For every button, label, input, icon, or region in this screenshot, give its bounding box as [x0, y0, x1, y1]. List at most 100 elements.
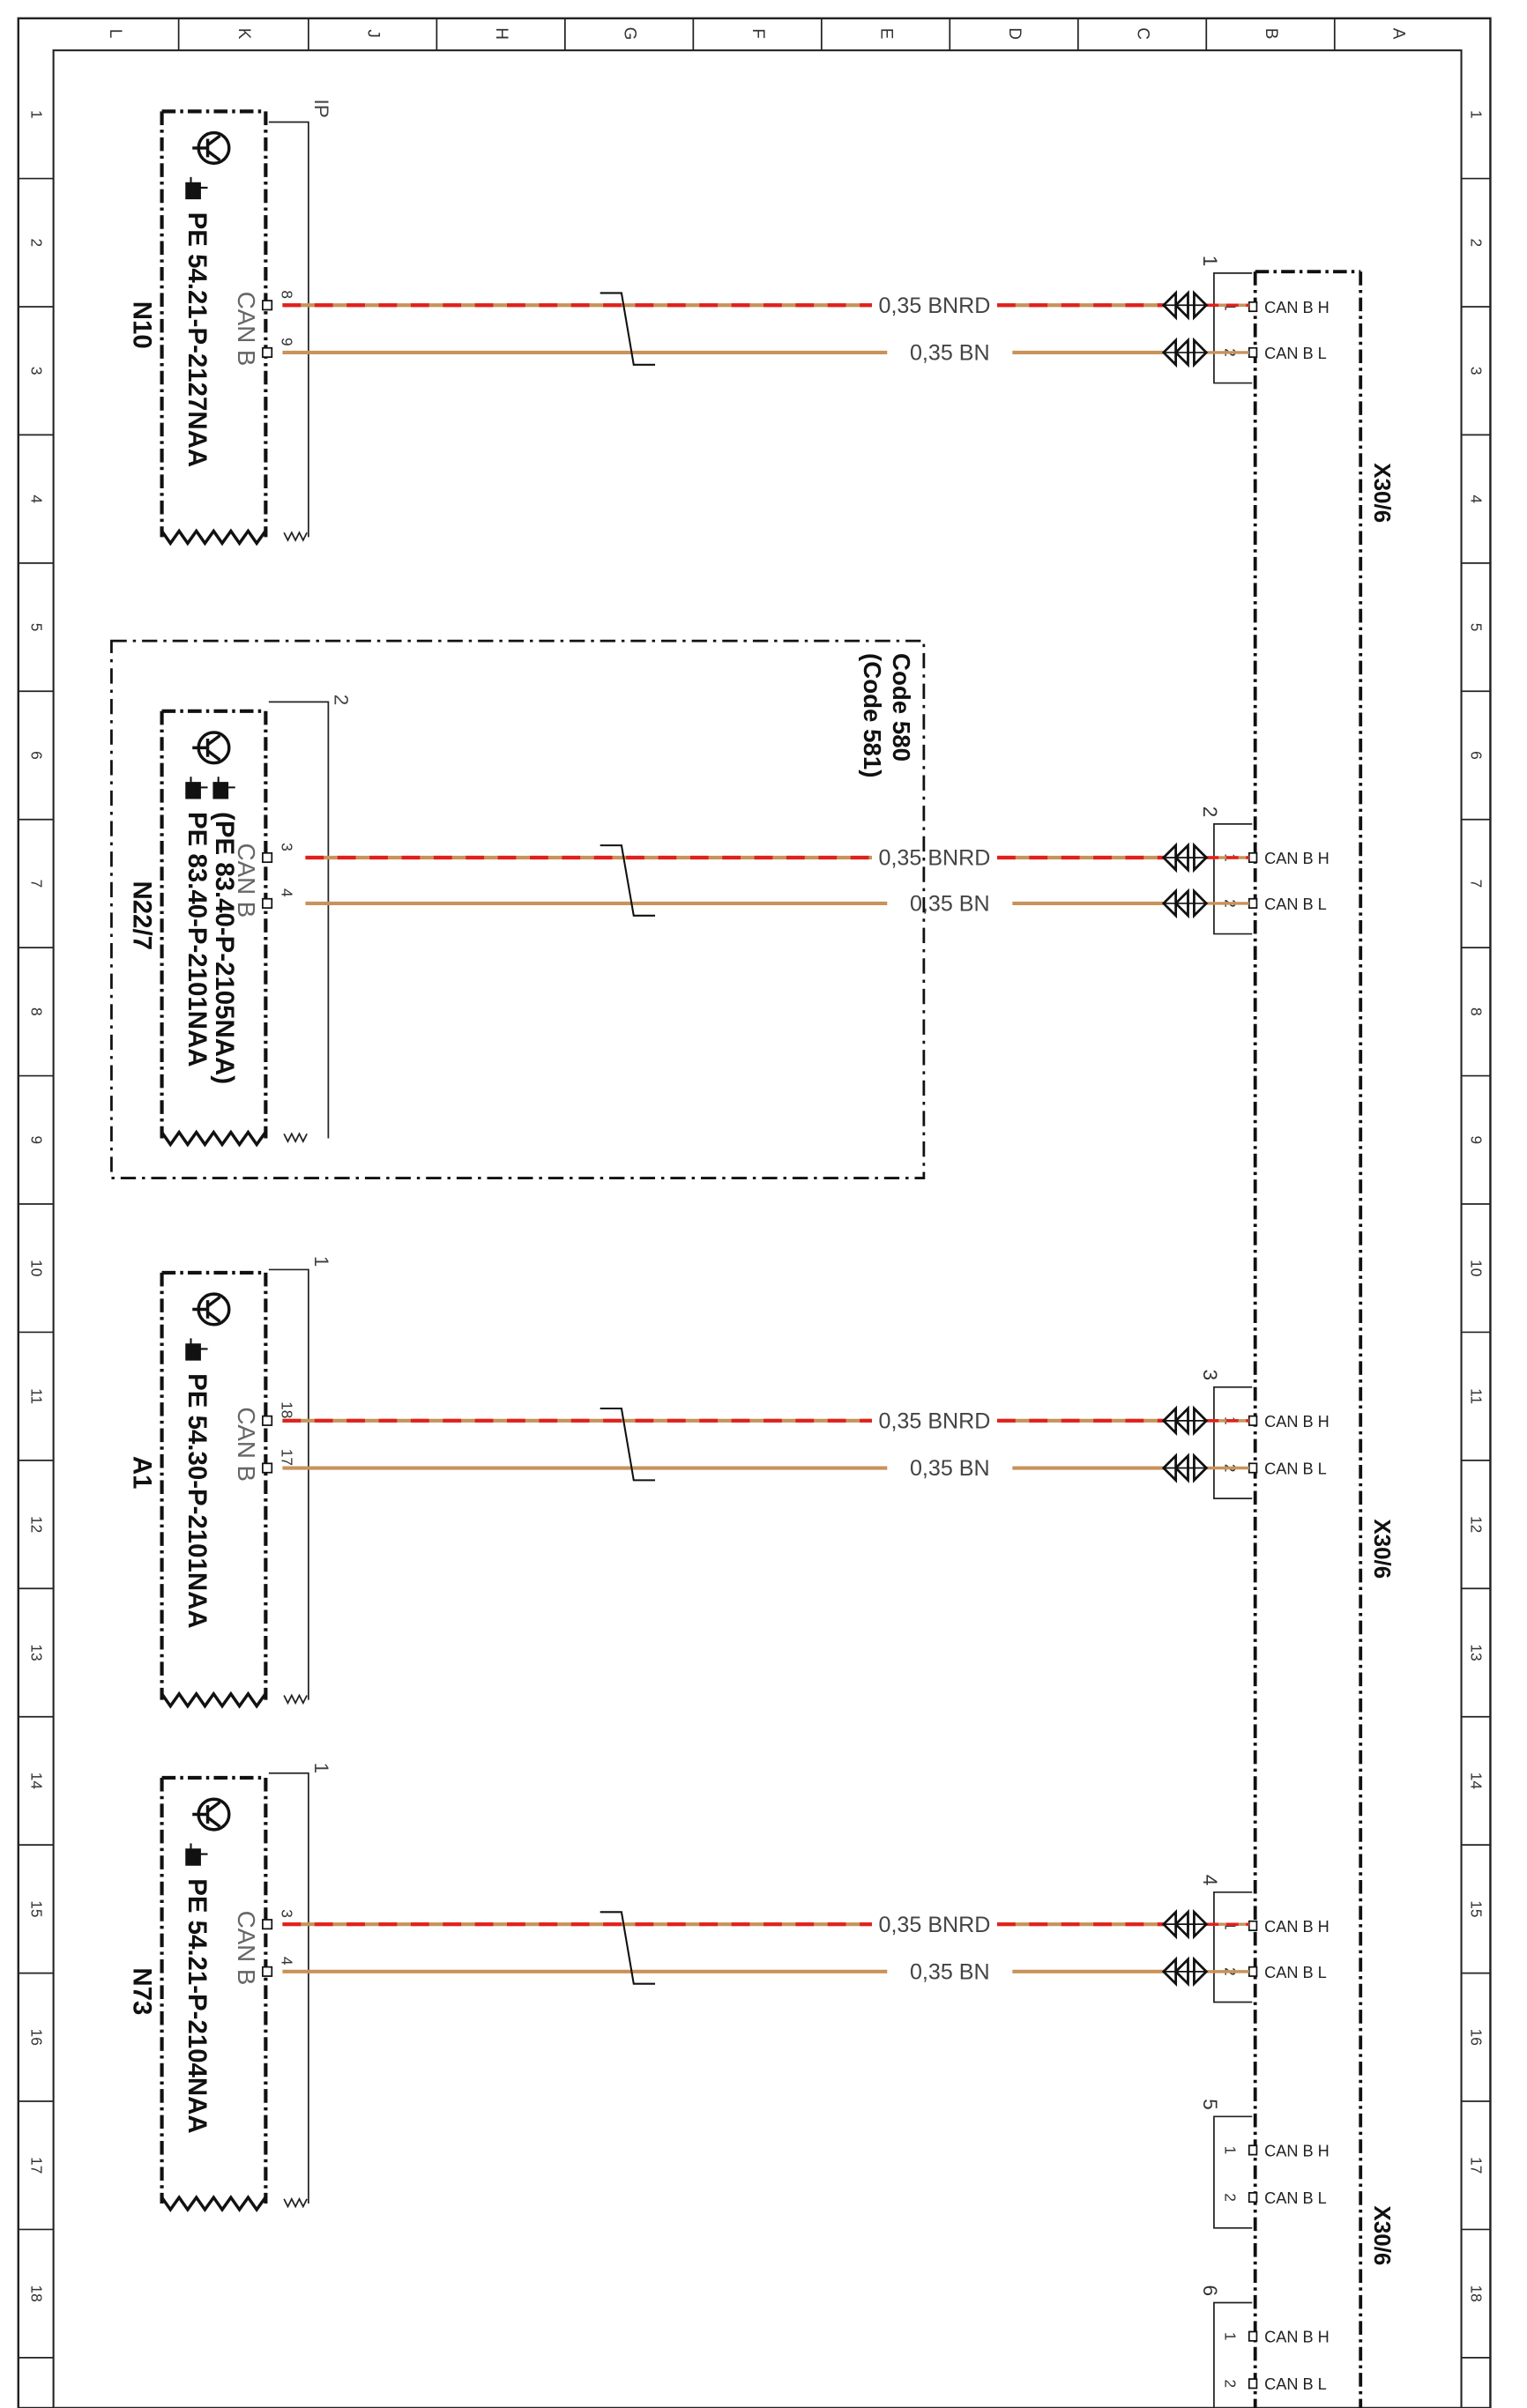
- row-number-right-10: 10: [1468, 1260, 1486, 1276]
- row-number-right-8: 8: [1468, 1007, 1486, 1016]
- twisted-pair-marker: [600, 1407, 656, 1482]
- module-box: [160, 709, 268, 1139]
- wire-label: 0,35 BN: [910, 341, 990, 366]
- row-number-left-6: 6: [27, 751, 45, 760]
- wire-label: 0,35 BN: [910, 1456, 990, 1481]
- row-number-left-1: 1: [27, 110, 45, 119]
- connector-break-symbol: [283, 1693, 308, 1706]
- row-number-right-4: 4: [1468, 494, 1486, 503]
- row-number-right-17: 17: [1468, 2157, 1486, 2174]
- bus-signal-label: CAN B H: [1264, 2142, 1330, 2159]
- bus-pin-socket: [1248, 2144, 1258, 2156]
- module-break-symbol: [160, 1129, 267, 1148]
- module-connector-bracket: [268, 1772, 309, 2204]
- row-number-right-15: 15: [1468, 1900, 1486, 1917]
- module-pin-number: 9: [278, 338, 295, 346]
- row-number-left-8: 8: [27, 1007, 45, 1016]
- module-pin-socket: [262, 1919, 273, 1930]
- pe-reference: PE 54.21-P-2104NAA: [182, 1878, 212, 2133]
- pointing-hand-icon: [185, 176, 208, 200]
- row-number-right-7: 7: [1468, 880, 1486, 888]
- module-id: A1: [128, 1456, 157, 1490]
- bus-pin-socket: [1248, 346, 1258, 358]
- module-break-symbol: [160, 1691, 267, 1709]
- bus-signal-label: CAN B H: [1264, 850, 1330, 867]
- pointing-hand-icon: [185, 1843, 208, 1866]
- code-option-label: (Code 581): [859, 653, 886, 778]
- module-bus-label: CAN B: [233, 844, 260, 918]
- bus-signal-label: CAN B H: [1264, 1413, 1330, 1431]
- row-number-left-3: 3: [27, 367, 45, 375]
- module-pin-socket: [262, 1462, 273, 1474]
- module-connector-bracket: [268, 701, 330, 1139]
- module-pin-number: 18: [278, 1401, 295, 1418]
- module-pin-socket: [262, 1966, 273, 1977]
- pe-reference: PE 83.40-P-2101NAA: [182, 812, 212, 1067]
- bus-signal-label: CAN B L: [1264, 2189, 1327, 2207]
- column-letter-g: G: [621, 27, 639, 41]
- row-number-right-12: 12: [1468, 1516, 1486, 1533]
- bus-signal-label: CAN B H: [1264, 2329, 1330, 2346]
- wire-label: 0,35 BNRD: [879, 1913, 991, 1937]
- slot-number: 2: [1199, 806, 1221, 818]
- module-connector-bracket: [268, 121, 309, 538]
- column-letter-k: K: [235, 28, 253, 40]
- row-number-left-17: 17: [27, 2157, 45, 2174]
- slot-bracket: [1213, 272, 1253, 384]
- outer-frame: [17, 17, 1492, 2408]
- bus-pin-socket: [1248, 2378, 1258, 2389]
- column-letter-j: J: [364, 29, 383, 38]
- x30-6-label: X30/6: [1369, 2205, 1396, 2265]
- module-box: [160, 1775, 268, 2204]
- pointing-hand-icon: [185, 777, 208, 799]
- x30-6-label: X30/6: [1369, 463, 1396, 523]
- bus-pin-socket: [1248, 2192, 1258, 2204]
- module-pin-socket: [262, 851, 273, 864]
- bus-signal-label: CAN B L: [1264, 896, 1327, 913]
- wire-label: 0,35 BNRD: [879, 1409, 991, 1434]
- row-number-left-13: 13: [27, 1644, 45, 1661]
- twisted-pair-marker: [600, 1911, 656, 1985]
- column-letter-d: D: [1005, 27, 1024, 40]
- pointing-hand-icon: [185, 1338, 208, 1361]
- slot-number: 3: [1199, 1370, 1221, 1381]
- slot-bracket: [1213, 823, 1253, 935]
- x30-6-label: X30/6: [1369, 1519, 1396, 1579]
- column-letter-b: B: [1262, 28, 1280, 40]
- module-pin-socket: [262, 300, 273, 311]
- module-pin-number: 4: [278, 1957, 295, 1966]
- slot-bracket: [1213, 1386, 1253, 1500]
- row-number-right-11: 11: [1468, 1388, 1486, 1404]
- module-connector-label: 1: [310, 1256, 332, 1267]
- bus-signal-label: CAN B H: [1264, 299, 1330, 316]
- module-break-symbol: [160, 528, 267, 546]
- module-pin-number: 4: [278, 888, 295, 897]
- row-number-left-2: 2: [27, 238, 45, 247]
- pe-reference: (PE 83.40-P-2105NAA): [210, 812, 239, 1084]
- pe-reference: PE 54.21-P-2127NAA: [182, 212, 212, 467]
- bus-pin-socket: [1248, 301, 1258, 313]
- row-number-left-14: 14: [27, 1773, 45, 1790]
- bus-pin-socket: [1248, 1966, 1258, 1977]
- control-unit-icon: [192, 130, 231, 165]
- row-number-right-6: 6: [1468, 751, 1486, 760]
- pointing-hand-icon: [212, 777, 235, 799]
- module-box: [160, 1270, 268, 1700]
- bus-signal-label: CAN B H: [1264, 1918, 1330, 1936]
- column-letter-l: L: [106, 29, 124, 39]
- bus-pin-socket: [1248, 851, 1258, 864]
- bus-pin-socket: [1248, 2330, 1258, 2342]
- bus-pin-socket: [1248, 897, 1258, 909]
- connector-break-symbol: [283, 1132, 308, 1143]
- wire-label: 0,35 BNRD: [879, 846, 991, 871]
- column-letter-e: E: [877, 28, 896, 40]
- code-option-box: [110, 639, 926, 1179]
- column-letter-a: A: [1389, 28, 1408, 40]
- slot-pin-number: 1: [1222, 2332, 1240, 2341]
- module-bus-label: CAN B: [233, 1911, 260, 1986]
- module-connector-label: 2: [330, 695, 352, 706]
